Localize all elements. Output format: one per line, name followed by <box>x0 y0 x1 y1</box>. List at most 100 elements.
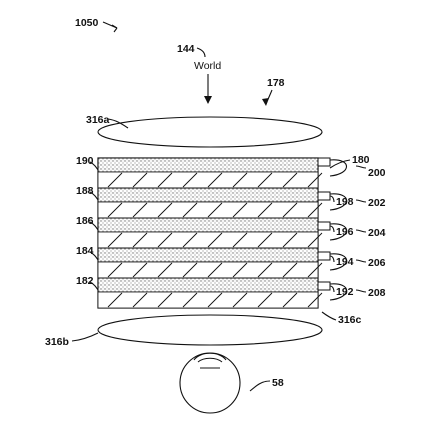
hatch-line <box>207 172 223 188</box>
waveguide-ref-leader <box>89 251 99 261</box>
hatch-line <box>282 262 298 278</box>
connector-leader <box>355 229 367 233</box>
hatch-line <box>157 262 173 278</box>
hatch-line <box>257 232 273 248</box>
hatch-line <box>157 292 173 308</box>
feed-leader <box>329 225 335 233</box>
connector-ref-202: 202 <box>368 197 386 209</box>
feed-ref-194: 194 <box>336 256 354 268</box>
spacer-layer-182 <box>97 291 319 309</box>
feed-ref-198: 198 <box>336 196 354 208</box>
hatch-line <box>282 172 298 188</box>
hatch-line <box>307 292 323 308</box>
hatch-line <box>307 202 323 218</box>
hatch-line <box>207 262 223 278</box>
figure-number: 1050 <box>75 17 99 29</box>
hatch-line <box>157 232 173 248</box>
hatch-line <box>132 202 148 218</box>
feed-ref-192: 192 <box>336 286 354 298</box>
connector-leader <box>355 259 367 263</box>
feed-leader <box>329 195 335 203</box>
stack-ref: 180 <box>352 154 370 166</box>
cornea <box>193 352 227 361</box>
hatch-line <box>282 292 298 308</box>
waveguide-layer-186 <box>97 217 319 233</box>
waveguide-ref-188: 188 <box>76 185 94 197</box>
bottom-lens <box>97 314 323 346</box>
hatch-line <box>282 202 298 218</box>
top-lens-leader <box>107 118 129 129</box>
hatch-line <box>307 172 323 188</box>
hatch-line <box>307 232 323 248</box>
connector-leader <box>355 199 367 203</box>
bottom-lens-leader <box>71 332 99 342</box>
connector-ref-206: 206 <box>368 257 386 269</box>
connector-bracket <box>329 159 348 177</box>
injection-tab-188 <box>317 191 331 201</box>
injection-tab-190 <box>317 157 331 167</box>
connector-leader <box>355 165 367 169</box>
connector-ref-208: 208 <box>368 287 386 299</box>
world-label: World <box>194 60 221 72</box>
connector-bracket <box>329 283 348 301</box>
bottom-lens-right-leader <box>321 311 337 321</box>
hatch-line <box>257 202 273 218</box>
hatch-line <box>257 292 273 308</box>
connector-bracket <box>329 253 348 271</box>
hatch-line <box>207 292 223 308</box>
bottom-lens-ref: 316b <box>45 336 69 348</box>
hatch-line <box>207 202 223 218</box>
waveguide-layer-190 <box>97 157 319 173</box>
hatch-line <box>232 292 248 308</box>
feed-leader <box>329 255 335 263</box>
waveguide-layer-184 <box>97 247 319 263</box>
world-ref: 144 <box>177 43 195 55</box>
hatch-line <box>257 172 273 188</box>
waveguide-ref-leader <box>89 161 99 171</box>
injection-tab-186 <box>317 221 331 231</box>
hatch-line <box>132 172 148 188</box>
hatch-line <box>182 232 198 248</box>
waveguide-ref-190: 190 <box>76 155 94 167</box>
hatch-line <box>232 202 248 218</box>
waveguide-layer-182 <box>97 277 319 293</box>
eyeball <box>179 352 241 414</box>
cornea-inner <box>197 357 223 363</box>
feed-leader <box>329 285 335 293</box>
world-ref-leader <box>196 47 206 58</box>
world-arrowhead <box>204 96 212 104</box>
waveguide-ref-186: 186 <box>76 215 94 227</box>
hatch-line <box>107 172 123 188</box>
connector-leader <box>355 289 367 293</box>
waveguide-ref-leader <box>89 221 99 231</box>
figure-number-arrowhead <box>111 24 118 33</box>
stack-ref-leader <box>329 159 351 169</box>
eye <box>179 352 241 414</box>
hatch-line <box>132 232 148 248</box>
hatch-line <box>107 292 123 308</box>
light-ref: 178 <box>267 77 285 89</box>
injection-tab-184 <box>317 251 331 261</box>
eye-ref: 58 <box>272 377 284 389</box>
waveguide-ref-leader <box>89 281 99 291</box>
hatch-line <box>157 172 173 188</box>
connector-bracket <box>329 223 348 241</box>
hatch-line <box>132 292 148 308</box>
waveguide-layer-188 <box>97 187 319 203</box>
feed-ref-196: 196 <box>336 226 354 238</box>
hatch-line <box>232 232 248 248</box>
hatch-line <box>107 262 123 278</box>
bottom-lens-right-ref: 316c <box>338 314 362 326</box>
injection-tab-182 <box>317 281 331 291</box>
hatch-line <box>182 202 198 218</box>
hatch-line <box>132 262 148 278</box>
connector-ref-204: 204 <box>368 227 386 239</box>
top-lens <box>97 116 323 148</box>
hatch-line <box>207 232 223 248</box>
eye-ref-leader <box>249 380 271 392</box>
hatch-line <box>232 172 248 188</box>
hatch-line <box>232 262 248 278</box>
hatch-line <box>107 232 123 248</box>
hatch-line <box>257 262 273 278</box>
